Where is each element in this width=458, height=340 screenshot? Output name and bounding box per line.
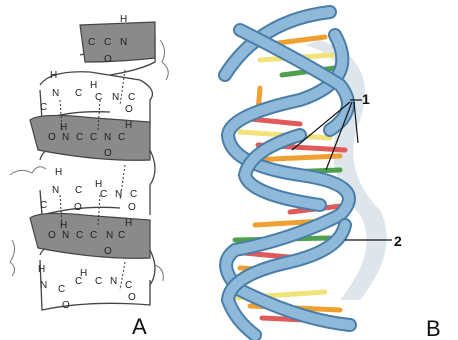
atom-o: O bbox=[125, 104, 133, 115]
atom-n: N bbox=[115, 189, 122, 200]
atom-c: C bbox=[125, 280, 132, 291]
panel-label-b: B bbox=[426, 316, 441, 340]
atom-c: C bbox=[95, 92, 102, 103]
atom-n: N bbox=[62, 132, 69, 143]
atom-c: C bbox=[75, 185, 82, 196]
atom-n: N bbox=[120, 37, 127, 48]
atom-c: C bbox=[58, 284, 65, 295]
atom-n: N bbox=[52, 88, 59, 99]
dna-double-helix-panel: 1 2 B bbox=[225, 12, 441, 340]
atom-o: O bbox=[128, 202, 136, 213]
atom-o: O bbox=[48, 230, 56, 241]
atom-o: O bbox=[128, 292, 136, 303]
atom-c: C bbox=[75, 88, 82, 99]
atom-n: N bbox=[52, 185, 59, 196]
atom-c: C bbox=[130, 189, 137, 200]
atom-h: H bbox=[50, 70, 57, 81]
atom-c: C bbox=[88, 37, 95, 48]
atom-c: C bbox=[40, 200, 47, 211]
atom-c: C bbox=[76, 230, 83, 241]
callout-label-backbone: 2 bbox=[394, 233, 402, 249]
atom-n: N bbox=[40, 280, 47, 291]
atom-h: H bbox=[125, 120, 132, 131]
atom-o: O bbox=[104, 246, 112, 257]
atom-n: N bbox=[62, 230, 69, 241]
atom-c: C bbox=[76, 132, 83, 143]
atom-n: N bbox=[104, 132, 111, 143]
atom-h: H bbox=[120, 14, 127, 25]
atom-c: C bbox=[40, 102, 47, 113]
atom-n: N bbox=[106, 230, 113, 241]
atom-o: O bbox=[48, 132, 56, 143]
atom-c: C bbox=[118, 230, 125, 241]
sugar-phosphate-backbone bbox=[225, 12, 350, 335]
atom-c: C bbox=[95, 276, 102, 287]
atom-c: C bbox=[90, 132, 97, 143]
atom-h: H bbox=[125, 218, 132, 229]
atom-c: C bbox=[100, 189, 107, 200]
atom-h: H bbox=[55, 167, 62, 178]
atom-h: H bbox=[90, 80, 97, 91]
atom-o: O bbox=[62, 300, 70, 311]
atom-c: C bbox=[104, 37, 111, 48]
atom-n: N bbox=[112, 92, 119, 103]
atom-h: H bbox=[80, 268, 87, 279]
callout-label-base-pairs: 1 bbox=[362, 91, 370, 107]
atom-o: O bbox=[104, 148, 112, 159]
atom-h: H bbox=[38, 264, 45, 275]
atom-o: O bbox=[74, 202, 82, 213]
atom-o: O bbox=[104, 54, 112, 65]
panel-label-a: A bbox=[132, 314, 147, 339]
atom-n: N bbox=[110, 276, 117, 287]
atom-c: C bbox=[128, 92, 135, 103]
atom-c: C bbox=[90, 230, 97, 241]
alpha-helix-panel: H C C N O H N C H C N C C O H O N C C N … bbox=[10, 14, 168, 339]
atom-c: C bbox=[118, 132, 125, 143]
